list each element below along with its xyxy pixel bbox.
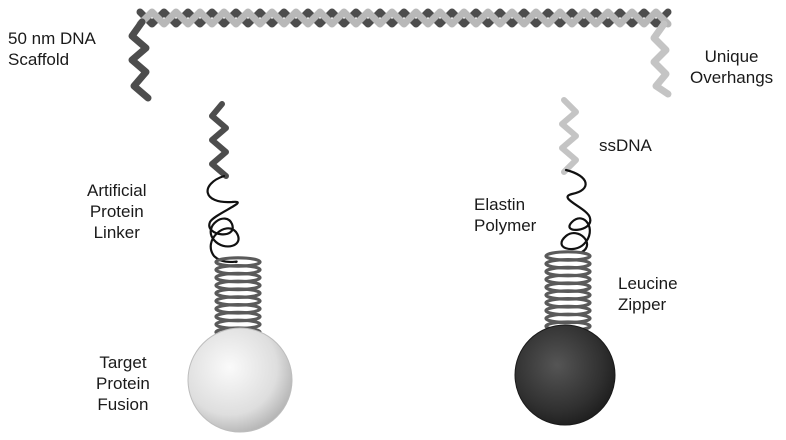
elastin-polymer-loops bbox=[561, 170, 590, 252]
target-protein-sphere bbox=[188, 328, 292, 432]
label-elastin-line2: Polymer bbox=[474, 215, 536, 236]
left-leucine-coil bbox=[216, 258, 260, 337]
label-unique-overhangs: Unique Overhangs bbox=[690, 46, 773, 88]
right-leucine-coil bbox=[546, 252, 590, 331]
label-linker-line1: Artificial bbox=[87, 180, 147, 201]
right-ssdna-strand bbox=[562, 100, 576, 172]
label-unique-overhangs-line1: Unique bbox=[690, 46, 773, 67]
label-linker-line3: Linker bbox=[87, 222, 147, 243]
label-target-line3: Fusion bbox=[96, 394, 150, 415]
label-dna-scaffold-line2: Scaffold bbox=[8, 49, 96, 70]
label-zipper-line2: Zipper bbox=[618, 294, 678, 315]
label-dna-scaffold: 50 nm DNA Scaffold bbox=[8, 28, 96, 70]
label-leucine-zipper: Leucine Zipper bbox=[618, 273, 678, 315]
left-construct bbox=[188, 104, 292, 432]
artificial-linker-loops bbox=[208, 176, 239, 262]
label-elastin-line1: Elastin bbox=[474, 194, 536, 215]
label-target-line2: Protein bbox=[96, 373, 150, 394]
label-unique-overhangs-line2: Overhangs bbox=[690, 67, 773, 88]
label-ssdna-text: ssDNA bbox=[599, 135, 652, 156]
label-zipper-line1: Leucine bbox=[618, 273, 678, 294]
label-target-line1: Target bbox=[96, 352, 150, 373]
zipper-protein-sphere bbox=[515, 325, 615, 425]
dna-scaffold bbox=[132, 12, 668, 98]
scaffold-right-overhang bbox=[654, 24, 668, 94]
label-linker-line2: Protein bbox=[87, 201, 147, 222]
label-ssdna: ssDNA bbox=[599, 135, 652, 156]
label-elastin-polymer: Elastin Polymer bbox=[474, 194, 536, 236]
label-artificial-protein-linker: Artificial Protein Linker bbox=[87, 180, 147, 243]
scaffold-left-overhang bbox=[132, 22, 148, 98]
left-ssdna-strand bbox=[212, 104, 226, 176]
label-target-protein-fusion: Target Protein Fusion bbox=[96, 352, 150, 415]
label-dna-scaffold-line1: 50 nm DNA bbox=[8, 28, 96, 49]
